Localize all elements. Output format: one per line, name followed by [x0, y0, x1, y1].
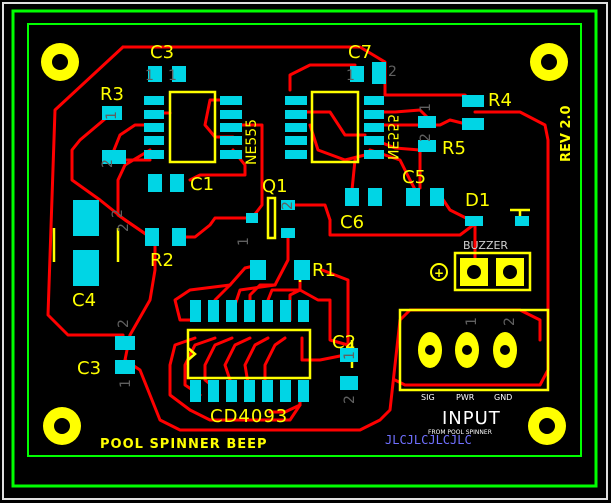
label-q1: Q1: [262, 176, 288, 197]
label-r5: R5: [442, 138, 466, 159]
c4-pad-1: [73, 200, 99, 236]
svg-text:2: 2: [342, 395, 358, 404]
c5-pad-1: [406, 188, 420, 206]
q1-pad-2: [281, 200, 295, 210]
svg-text:2: 2: [116, 223, 132, 232]
d1-pad-1: [465, 216, 483, 226]
r5-pad-2: [418, 140, 436, 152]
r1-pad-2: [294, 260, 310, 280]
label-mirrored: JLCJLCJLCJLC: [385, 433, 472, 447]
svg-text:1: 1: [168, 68, 177, 84]
r3-pad-2: [102, 150, 126, 164]
c3b-pad-2: [115, 360, 135, 374]
label-c3: C3: [150, 42, 174, 63]
c3-pad-1: [148, 66, 162, 82]
c6-pad-2: [368, 188, 382, 206]
svg-text:2: 2: [502, 317, 518, 326]
label-gnd: GND: [494, 393, 512, 402]
svg-text:1: 1: [464, 317, 480, 326]
label-buzzer: BUZZER: [463, 239, 508, 252]
buzzer-connector: [430, 258, 524, 286]
input-labels: INPUT FROM POOL SPINNER SIG PWR GND: [421, 393, 512, 436]
r3-pad-1: [102, 106, 122, 120]
label-ic3: CD4093: [210, 406, 288, 427]
smd-pads: [73, 62, 529, 402]
mounting-holes: [41, 43, 568, 445]
label-c4: C4: [72, 290, 96, 311]
svg-text:1: 1: [118, 379, 134, 388]
label-pwr: PWR: [456, 393, 475, 402]
svg-text:2: 2: [418, 133, 434, 142]
label-revision: REV 2.0: [559, 105, 574, 162]
c1-pad-1: [148, 174, 162, 192]
label-c6: C6: [340, 212, 364, 233]
label-c5: C5: [402, 167, 426, 188]
svg-text:1: 1: [346, 68, 355, 84]
input-connector: [418, 332, 517, 368]
label-r3: R3: [100, 84, 124, 105]
svg-text:2: 2: [110, 209, 126, 218]
c1-pad-2: [170, 174, 184, 192]
c7-pad-1: [350, 66, 364, 82]
c3-pad-2: [172, 66, 186, 82]
c6-pad-1: [345, 188, 359, 206]
c2-pad-2: [340, 376, 358, 390]
c3b-pad-1: [115, 336, 135, 350]
r1-pad-1: [250, 260, 266, 280]
label-input: INPUT: [442, 408, 501, 429]
svg-text:2: 2: [280, 201, 296, 210]
label-d1: D1: [465, 190, 490, 211]
r4-pad-1: [462, 95, 484, 107]
buzzer-labels: BUZZER +: [434, 239, 508, 280]
c4-pad-2: [73, 250, 99, 286]
svg-text:1: 1: [418, 103, 434, 112]
c7-pad-2: [372, 62, 386, 84]
board-edge-outline: [11, 9, 598, 488]
c2-pad-1: [340, 348, 358, 362]
label-board-title: POOL SPINNER BEEP: [100, 437, 268, 452]
svg-text:2: 2: [100, 159, 116, 168]
label-ic2: NE555: [384, 114, 400, 160]
label-c7: C7: [348, 42, 372, 63]
board-keepout-outline: [27, 23, 582, 457]
d1-pad-2: [515, 216, 529, 226]
pin-number-labels: 1 1 1 2 1 2 1 2 2 2 1 2 2 1 1 2 1 2: [100, 64, 518, 404]
component-labels: C3 C7 R3 R4 R5 C1 C5 C6 D1 Q1 R2 R1 C4 C…: [72, 42, 574, 452]
label-r4: R4: [488, 90, 512, 111]
svg-text:1: 1: [236, 237, 252, 246]
label-r1: R1: [312, 260, 336, 281]
label-buzzer-plus: +: [434, 266, 444, 280]
label-r2: R2: [150, 250, 174, 271]
label-sig: SIG: [421, 393, 435, 402]
svg-text:1: 1: [145, 68, 154, 84]
r2-pad-2: [172, 228, 186, 246]
c5-pad-2: [430, 188, 444, 206]
svg-text:2: 2: [116, 319, 132, 328]
label-c2: C2: [332, 332, 356, 353]
label-c1: C1: [190, 174, 214, 195]
label-ic1: NE555: [244, 119, 260, 165]
label-input-subtitle: FROM POOL SPINNER: [428, 429, 492, 436]
r2-pad-1: [145, 228, 159, 246]
svg-text:2: 2: [388, 64, 397, 80]
r4-pad-2: [462, 118, 484, 130]
svg-text:1: 1: [342, 351, 358, 360]
svg-text:1: 1: [104, 111, 120, 120]
q1-pad-1: [246, 213, 258, 223]
label-c3b: C3: [77, 358, 101, 379]
q1-pad-3: [281, 228, 295, 238]
r5-pad-1: [418, 116, 436, 128]
